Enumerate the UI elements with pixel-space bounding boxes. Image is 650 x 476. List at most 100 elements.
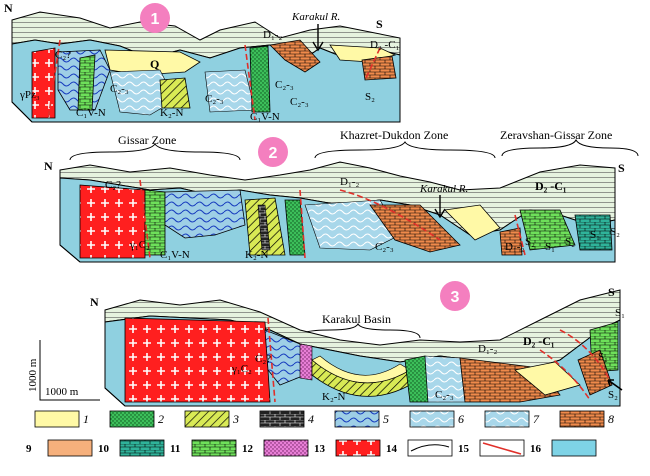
profile-3-label: S₂: [608, 389, 618, 401]
profile-3-label: K₂-N: [322, 391, 345, 403]
profile-2-label: S₂: [565, 236, 575, 248]
profile-2-fault: [139, 179, 151, 259]
legend-number: 8: [608, 412, 614, 426]
profile-3-label: γ₁C₂: [231, 363, 252, 375]
legend-number: 14: [386, 443, 398, 455]
legend-swatch: [263, 439, 309, 457]
legend-number: 15: [458, 443, 470, 455]
profile-3-fault: [559, 329, 611, 381]
profile-1-label: Q: [150, 57, 159, 71]
profile-1-fault-2: [244, 44, 256, 121]
profile-2-zone-brace: [69, 143, 241, 161]
profile-2-south: S: [618, 161, 625, 175]
profile-3-label: S₁: [598, 351, 608, 363]
profile-2-label: S₂: [610, 226, 620, 238]
legend-number: 7: [533, 412, 540, 426]
profile-2-label: D₁-₂: [340, 176, 359, 188]
profile-2-flysch-blue: [164, 189, 246, 239]
legend-swatch: [559, 410, 605, 428]
profile-1-label: C₁V-N: [76, 107, 106, 119]
profile-1-label: C₂?: [55, 49, 71, 61]
profile-1-fault-3: [364, 47, 381, 81]
profile-1-dotted-green: [77, 54, 96, 111]
profile-2-label: D₁-₂: [505, 241, 524, 253]
legend-swatch: [191, 439, 237, 457]
legend-number: 13: [314, 443, 326, 455]
profile-1-label: S₂: [365, 91, 375, 103]
profile-2-black-band: [257, 204, 271, 251]
legend-number: 6: [458, 412, 464, 426]
profile-1-label: C₂-₃: [275, 79, 294, 91]
profile-3: Karakul Basin 3 N S γ₁C₂ C₂? K₂-N C₂-₃ D…: [27, 281, 625, 407]
legend-swatch: [335, 439, 381, 457]
legend-swatch: [119, 439, 165, 457]
profile-3-fault: [539, 349, 591, 401]
profile-3-flysch-blue: [264, 329, 306, 386]
profile-1-label: C₁V-N: [250, 111, 280, 123]
legend-number: 10: [98, 443, 110, 455]
profile-1-south: S: [376, 17, 383, 31]
legend-boundary-line: [410, 444, 450, 452]
legend-swatch: [484, 410, 530, 428]
profile-2: Gissar Zone Khazret-Dukdon Zone Zeravsha…: [44, 128, 639, 263]
profile-1-label: C₂-₃: [290, 96, 309, 108]
profile-3-basin-brace: [297, 322, 421, 339]
profile-3-granite: [124, 317, 271, 403]
legend-swatch: [407, 439, 453, 457]
profile-2-north: N: [44, 159, 53, 173]
profile-1-river-arrow: [312, 24, 324, 52]
profile-1-kn-band: [159, 77, 191, 109]
profile-1-label: K₂-N: [160, 107, 183, 119]
profile-2-left-side: [59, 178, 81, 263]
legend-swatch: [551, 439, 597, 457]
profile-3-basin: Karakul Basin: [322, 312, 391, 326]
profile-2-zone-zeravshan: Zeravshan-Gissar Zone: [500, 128, 612, 142]
profile-2-badge: [258, 137, 288, 167]
profile-2-label: C₂-₃: [375, 241, 394, 253]
scale-horizontal-label: 1000 m: [45, 386, 79, 398]
profile-2-label: K₂-N: [245, 249, 268, 261]
profile-2-river-arrow: [434, 195, 446, 219]
profile-2-label: S₂: [525, 236, 535, 248]
profile-1-granite: [31, 47, 56, 119]
profile-1-badge-number: 1: [151, 11, 160, 28]
scale-bar: [39, 340, 100, 401]
profile-2-label: C₂?: [105, 179, 121, 191]
legend-number: 16: [530, 443, 542, 455]
profile-1-label: γPz₃: [19, 89, 40, 101]
profile-3-brick-s: [577, 349, 613, 396]
profile-2-fault: [514, 214, 526, 256]
profile-1-brick-2: [361, 55, 397, 81]
legend-number: 9: [26, 443, 32, 455]
profile-2-label: C₁V-N: [160, 249, 190, 261]
profile-2-brick: [369, 204, 461, 253]
legend-number: 2: [158, 412, 164, 426]
profile-2-fault: [339, 189, 441, 241]
legend-number: 12: [242, 443, 254, 455]
profile-2-badge-number: 2: [269, 145, 278, 162]
profile-1-left-side: [11, 44, 33, 123]
legend-number: 1: [83, 412, 89, 426]
profile-1-quaternary: [104, 49, 201, 76]
profile-3-south: S: [608, 285, 615, 299]
legend-number: 5: [383, 412, 389, 426]
legend-swatch: [47, 439, 93, 457]
profile-2-green-s: [519, 209, 576, 251]
profile-3-fault: [267, 317, 276, 403]
profile-3-north: N: [90, 295, 99, 309]
profile-2-zone-brace: [501, 138, 639, 157]
profile-3-badge: [440, 281, 470, 311]
profile-2-label: S₁: [545, 241, 555, 253]
profile-2-zone-gissar: Gissar Zone: [118, 133, 176, 147]
profile-1-label: D₁-₂: [263, 29, 282, 41]
profile-1-north: N: [4, 1, 13, 15]
profile-3-label: D₂ -C₁: [523, 334, 555, 348]
profile-1-label: D₂ -C₁: [370, 39, 400, 51]
legend-swatch: [109, 410, 155, 428]
legend-number: 4: [308, 412, 314, 426]
profile-1-label: C₂-₃: [110, 83, 129, 95]
profile-2-fault: [299, 189, 306, 259]
profile-2-brick-s: [499, 227, 523, 256]
